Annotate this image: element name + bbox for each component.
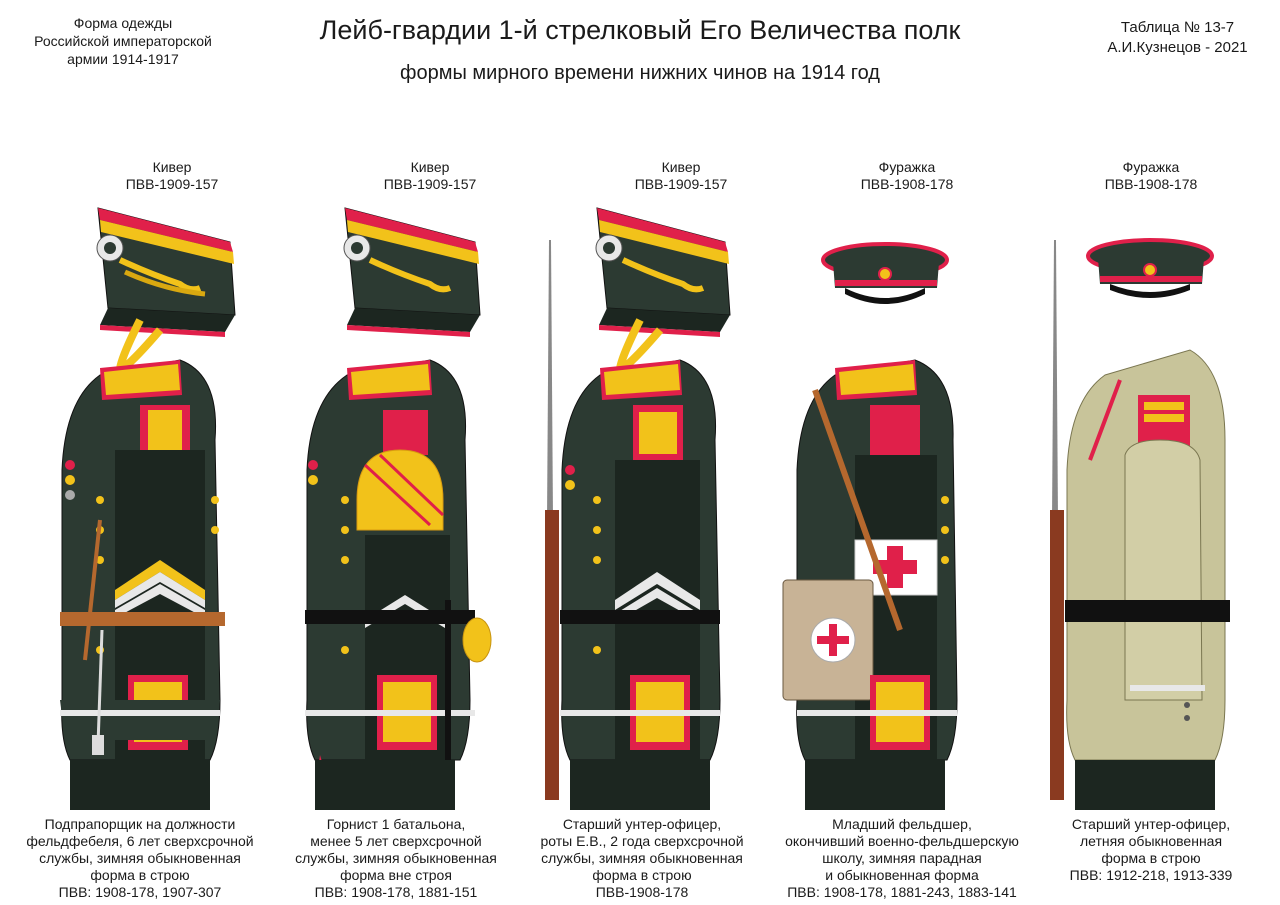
caption-line: роты Е.В., 2 года сверхсрочной [540,833,744,849]
caption-line: менее 5 лет сверхсрочной [310,833,482,849]
kiver-icon [96,207,236,377]
hat-name: Кивер [661,159,701,175]
header-left-line-3: армии 1914-1917 [67,51,179,67]
header-left-line-2: Российской императорской [34,33,212,49]
figure-3-uniform [535,200,785,810]
figure-4-uniform [775,200,1025,810]
uniform-illustration-5 [1050,238,1230,810]
author-year: А.И.Кузнецов - 2021 [1107,39,1248,56]
caption-line: фельдфебеля, 6 лет сверхсрочной [26,833,254,849]
rifle-icon [1050,240,1064,800]
caption-line: форма в строю [592,867,692,883]
caption-1: Подпрапорщик на должности фельдфебеля, 6… [20,816,260,901]
figure-2-uniform [285,200,535,810]
hat-code: ПВВ-1909-157 [125,176,219,192]
uniform-illustration-4 [782,242,958,810]
tunic-icon [782,359,958,810]
figure-1-uniform [30,200,280,810]
header-left-line-1: Форма одежды [73,15,173,31]
caption-line: школу, зимняя парадная [822,850,982,866]
hat-name: Кивер [410,159,450,175]
caption-line: ПВВ: 1908-178, 1907-307 [58,884,222,900]
caption-line: Старший унтер-офицер, [1071,816,1231,832]
hat-label-2: Кивер ПВВ-1909-157 [330,159,530,193]
tunic-icon [60,359,225,810]
hat-name: Фуражка [878,159,936,175]
tunic-icon [1065,349,1230,810]
hat-code: ПВВ-1908-178 [1104,176,1198,192]
header-series-label: Форма одежды Российской императорской ар… [18,14,228,68]
cap-icon [1086,238,1214,298]
caption-line: службы, зимняя обыкновенная [541,850,743,866]
header-table-info: Таблица № 13-7 А.И.Кузнецов - 2021 [1090,18,1265,58]
hat-label-4: Фуражка ПВВ-1908-178 [807,159,1007,193]
caption-line: и обыкновенная форма [825,867,979,883]
hat-label-3: Кивер ПВВ-1909-157 [581,159,781,193]
tunic-icon [560,359,721,810]
caption-line: ПВВ: 1908-178, 1881-151 [314,884,478,900]
caption-line: ПВВ: 1908-178, 1881-243, 1883-141 [787,884,1017,900]
caption-2: Горнист 1 батальона, менее 5 лет сверхср… [276,816,516,901]
caption-3: Старший унтер-офицер, роты Е.В., 2 года … [522,816,762,901]
hat-label-5: Фуражка ПВВ-1908-178 [1051,159,1251,193]
kiver-icon [343,207,481,337]
figure-5-uniform [1030,200,1280,810]
hat-name: Кивер [152,159,192,175]
hat-code: ПВВ-1909-157 [634,176,728,192]
tunic-icon [305,359,492,810]
kiver-icon [595,207,731,377]
caption-line: форма вне строя [340,867,452,883]
caption-line: Старший унтер-офицер, [562,816,722,832]
caption-line: форма в строю [1101,850,1201,866]
caption-line: форма в строю [90,867,190,883]
hat-code: ПВВ-1908-178 [860,176,954,192]
caption-line: ПВВ-1908-178 [595,884,689,900]
table-number: Таблица № 13-7 [1120,19,1235,36]
page-subtitle: формы мирного времени нижних чинов на 19… [400,62,880,84]
caption-line: службы, зимняя обыкновенная [295,850,497,866]
hat-code: ПВВ-1909-157 [383,176,477,192]
caption-line: Подпрапорщик на должности [44,816,236,832]
page-title: Лейб-гвардии 1-й стрелковый Его Величест… [319,15,961,45]
uniform-illustration-3 [545,207,731,810]
caption-4: Младший фельдшер, окончивший военно-фель… [782,816,1022,901]
caption-5: Старший унтер-офицер, летняя обыкновенна… [1031,816,1271,884]
rifle-icon [545,240,559,800]
caption-line: Горнист 1 батальона, [326,816,466,832]
caption-line: службы, зимняя обыкновенная [39,850,241,866]
caption-line: Младший фельдшер, [832,816,972,832]
caption-line: летняя обыкновенная [1079,833,1223,849]
uniform-illustration-1 [60,207,236,810]
hat-label-1: Кивер ПВВ-1909-157 [72,159,272,193]
caption-line: ПВВ: 1912-218, 1913-339 [1069,867,1233,883]
caption-line: окончивший военно-фельдшерскую [785,833,1019,849]
cap-icon [821,242,949,304]
uniform-illustration-2 [305,207,492,810]
hat-name: Фуражка [1122,159,1180,175]
